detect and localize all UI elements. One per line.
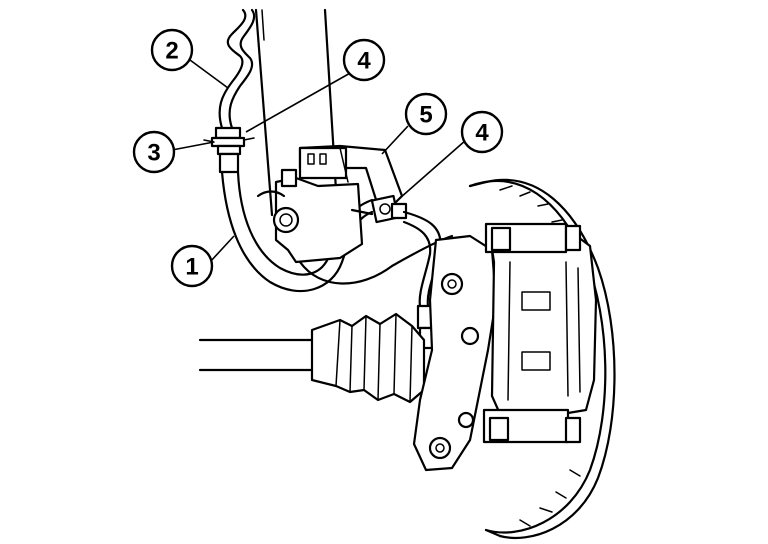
callout-4-lower-label: 4 bbox=[475, 120, 489, 147]
leader-lines bbox=[171, 59, 467, 263]
drive-shaft bbox=[198, 312, 426, 404]
hose-union-clip bbox=[203, 126, 255, 174]
brake-tube bbox=[218, 8, 256, 130]
callout-3-label: 3 bbox=[147, 140, 160, 167]
callout-2-label: 2 bbox=[165, 38, 178, 65]
callout-1: 1 bbox=[170, 244, 214, 288]
callout-2: 2 bbox=[150, 28, 194, 72]
callout-1-label: 1 bbox=[185, 254, 198, 281]
brake-rotor bbox=[468, 178, 616, 540]
callout-4-upper-label: 4 bbox=[357, 48, 371, 75]
brake-caliper bbox=[482, 222, 598, 444]
callout-4-upper: 4 bbox=[342, 38, 386, 82]
steering-knuckle bbox=[412, 234, 498, 472]
callout-3: 3 bbox=[132, 130, 176, 174]
hose-bracket bbox=[298, 144, 404, 208]
hose-fitting-bolt bbox=[370, 194, 408, 224]
callout-5: 5 bbox=[404, 92, 448, 136]
callout-5-label: 5 bbox=[419, 102, 432, 129]
callout-4-lower: 4 bbox=[460, 110, 504, 154]
strut-clamp bbox=[256, 168, 454, 285]
